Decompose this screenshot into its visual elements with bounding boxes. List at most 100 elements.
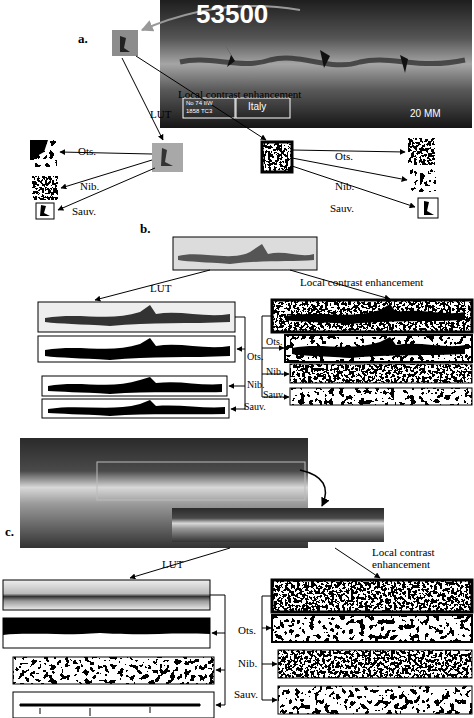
flow-arrow xyxy=(262,700,277,701)
image-frame xyxy=(278,650,472,678)
weld-defect xyxy=(225,45,408,73)
sauvola-thumbnail xyxy=(36,203,54,219)
flow-arrow xyxy=(262,628,271,629)
flow-arrow xyxy=(61,160,152,188)
crop-frame xyxy=(97,462,305,500)
film-tag-text: 1858 TC3 xyxy=(186,108,212,115)
flow-arrow xyxy=(231,409,245,410)
niblack-thumbnail xyxy=(410,168,436,192)
threshold-label: Sauv. xyxy=(330,202,354,214)
niblack-image xyxy=(278,650,472,678)
bracket-line xyxy=(235,317,245,409)
threshold-label: Ots. xyxy=(78,145,96,157)
otsu-image xyxy=(38,336,235,362)
panel-label: c. xyxy=(5,525,14,539)
niblack-image xyxy=(13,657,214,684)
flow-arrow xyxy=(58,168,155,210)
threshold-label: Ots. xyxy=(238,624,256,636)
threshold-region xyxy=(292,337,465,358)
threshold-label: Sauv. xyxy=(234,688,258,700)
sauvola-image xyxy=(42,399,229,418)
flow-arrow xyxy=(229,386,245,387)
threshold-label: Ots. xyxy=(335,150,353,162)
otsu-image xyxy=(3,618,210,648)
sauvola-image xyxy=(13,692,214,718)
method-label: Local contrast enhancement xyxy=(372,546,472,570)
threshold-region xyxy=(48,377,222,394)
method-label: LUT xyxy=(150,108,171,120)
sauvola-image xyxy=(278,686,472,714)
flow-arrow xyxy=(130,548,230,578)
weld-defect xyxy=(424,201,434,215)
niblack-image xyxy=(42,376,227,396)
source-image xyxy=(173,237,317,270)
method-label: Local contrast enhancement xyxy=(178,88,301,100)
zoom-arrow xyxy=(300,470,326,506)
flow-arrow xyxy=(262,664,277,665)
threshold-region xyxy=(20,704,200,716)
flow-arrow xyxy=(216,705,225,706)
flow-arrow xyxy=(122,58,163,140)
film-tag-text: No 74 IIW xyxy=(186,100,213,107)
local-image xyxy=(272,580,472,612)
bracket-line xyxy=(210,595,225,705)
flow-arrow xyxy=(262,348,284,349)
flow-arrow xyxy=(212,633,225,634)
image-frame xyxy=(290,388,472,405)
weld-defect xyxy=(120,36,130,52)
image-frame xyxy=(278,686,472,714)
local-thumbnail xyxy=(262,142,292,172)
panel-label: b. xyxy=(140,222,150,236)
method-label: LUT xyxy=(150,282,171,294)
niblack-thumbnail xyxy=(32,176,58,200)
local-image xyxy=(272,300,472,332)
threshold-label: Ots. xyxy=(266,336,282,347)
sauvola-image xyxy=(290,388,472,405)
weld-defect xyxy=(285,304,465,324)
film-number: 53500 xyxy=(196,0,268,29)
weld-defect xyxy=(161,148,173,166)
threshold-label: Sauv. xyxy=(72,205,96,217)
radiograph xyxy=(160,0,472,128)
film-tag-text: Italy xyxy=(248,101,266,112)
niblack-image xyxy=(290,364,472,383)
flow-arrow xyxy=(60,152,152,154)
image-frame xyxy=(272,615,472,642)
weld-defect xyxy=(45,305,230,326)
lut-thumbnail xyxy=(152,143,183,172)
sauvola-thumbnail xyxy=(418,198,438,218)
otsu-thumbnail xyxy=(30,140,57,167)
film-tag xyxy=(236,98,290,118)
threshold-label: Nib. xyxy=(80,180,99,192)
threshold-label: Sauv. xyxy=(263,389,285,400)
threshold-label: Nib. xyxy=(247,379,265,390)
threshold-label: Nib. xyxy=(266,366,284,377)
flow-arrow xyxy=(95,270,210,300)
panel-label: a. xyxy=(78,32,88,46)
image-frame xyxy=(272,580,472,612)
lut-image xyxy=(38,302,235,332)
crop-image xyxy=(172,508,384,542)
flow-arrow xyxy=(216,670,225,671)
flow-arrow xyxy=(292,166,415,207)
threshold-region xyxy=(48,400,225,416)
bracket-line xyxy=(262,596,272,700)
image-frame xyxy=(285,335,472,362)
image-frame xyxy=(290,364,472,383)
crop-thumbnail xyxy=(112,30,138,56)
scale-label: 20 MM xyxy=(410,108,441,119)
threshold-label: Nib. xyxy=(335,180,354,192)
method-label: LUT xyxy=(162,558,183,570)
threshold-region xyxy=(30,140,48,160)
thumbnail-frame xyxy=(262,142,292,172)
threshold-label: Nib. xyxy=(238,657,257,669)
otsu-thumbnail xyxy=(408,138,435,165)
lut-image xyxy=(3,580,210,610)
threshold-label: Ots. xyxy=(247,351,263,362)
threshold-label: Sauv. xyxy=(244,401,266,412)
weld-defect xyxy=(178,244,314,264)
otsu-image xyxy=(285,335,472,362)
threshold-region xyxy=(45,338,230,360)
